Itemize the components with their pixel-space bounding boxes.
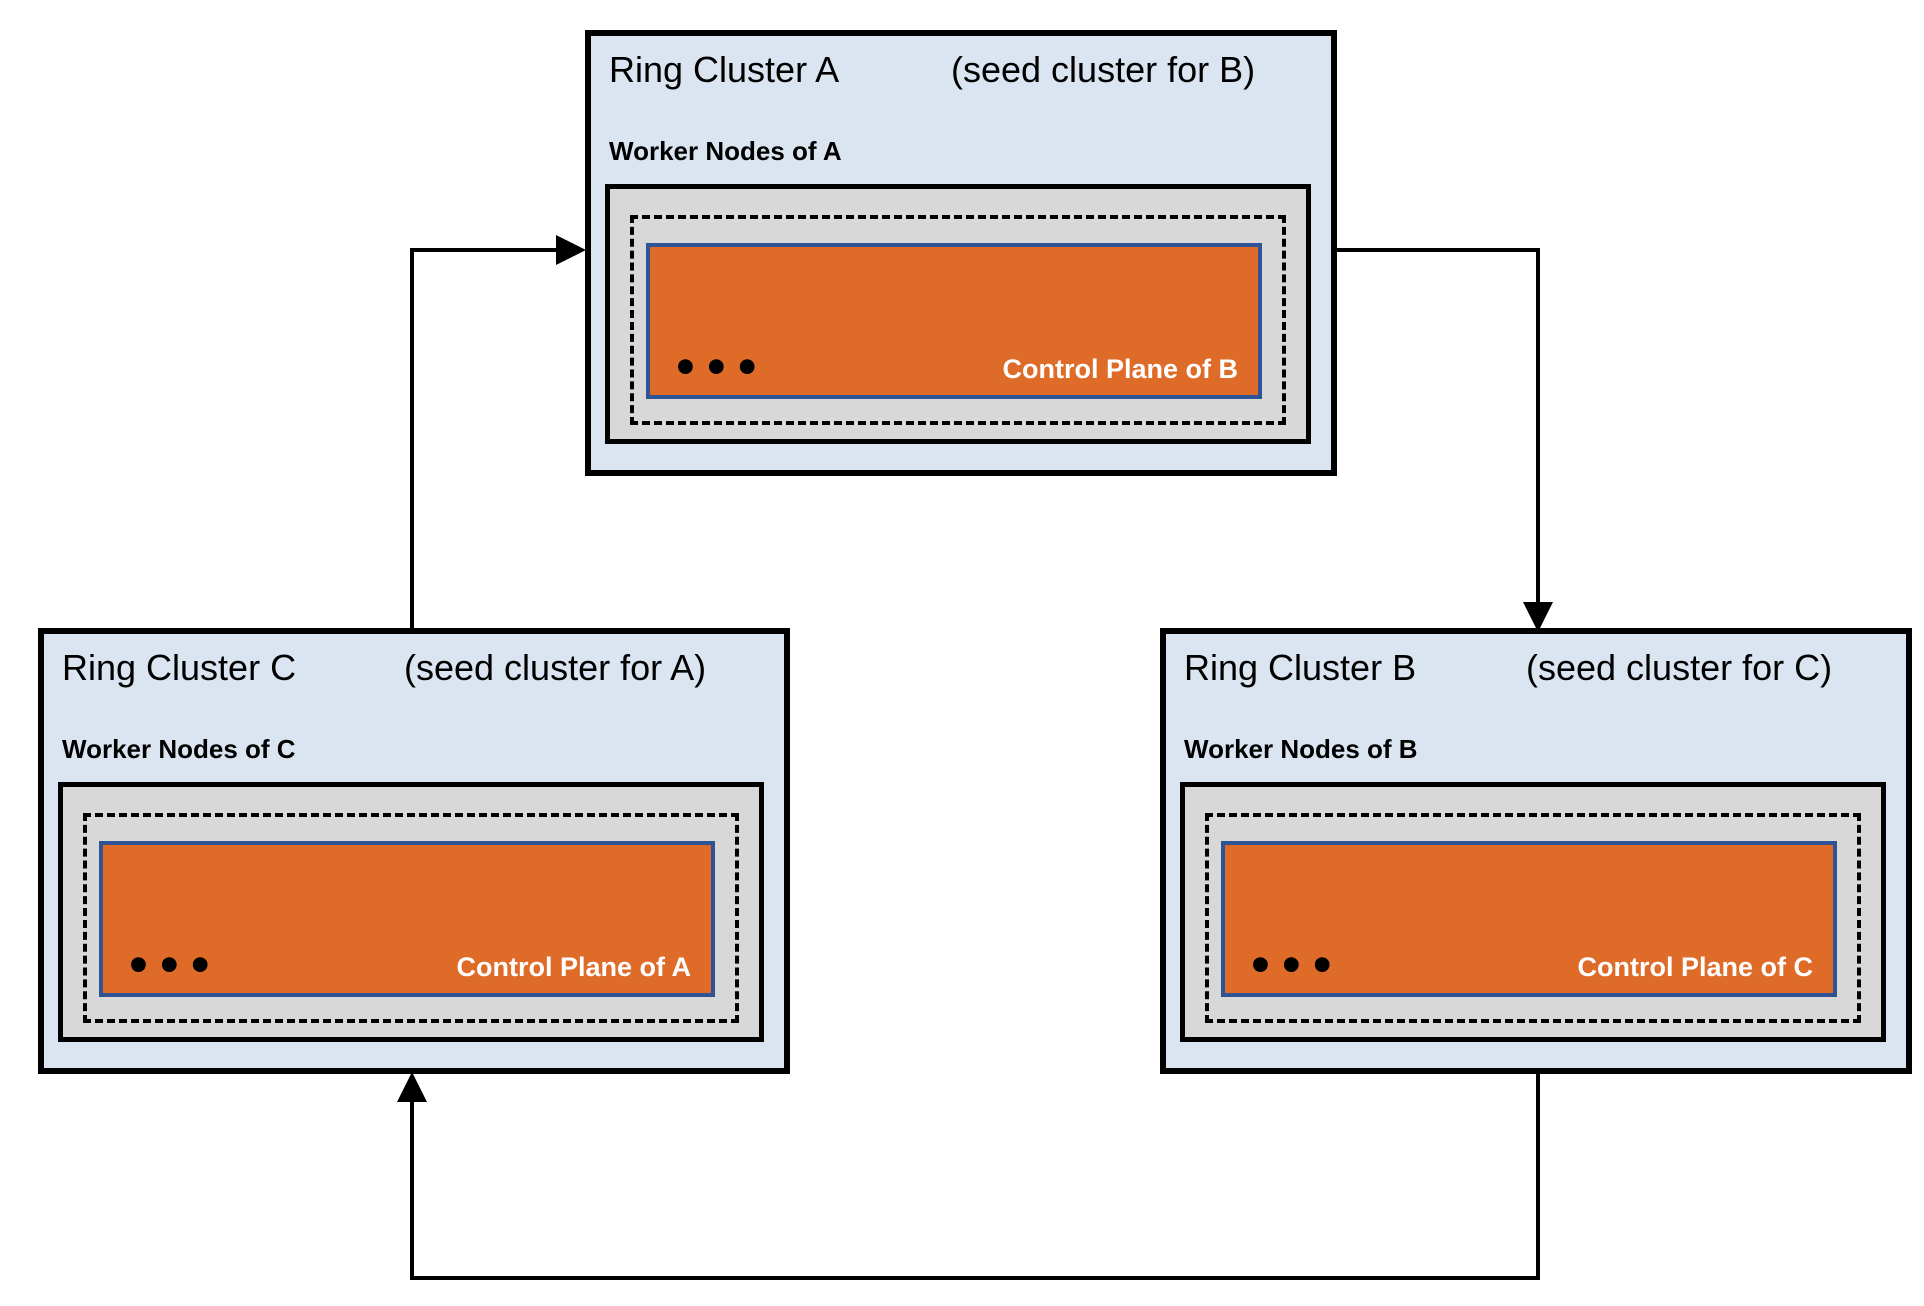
cluster-b-control-plane-label: Control Plane of C [1577,952,1814,982]
cluster-b-subtitle: (seed cluster for C) [1526,647,1833,688]
cluster-c-worker-nodes-label: Worker Nodes of C [62,734,296,764]
cluster-c-subtitle: (seed cluster for A) [404,647,707,688]
cluster-b: Ring Cluster B (seed cluster for C) Work… [1160,628,1912,1074]
arrow-b-to-c [397,1072,1540,1280]
cluster-c: Ring Cluster C (seed cluster for A) Work… [38,628,790,1074]
cluster-a: Ring Cluster A (seed cluster for B) Work… [585,30,1337,476]
cluster-a-title: Ring Cluster A [609,49,840,90]
cluster-b-worker-nodes-area: ••• Control Plane of C [1180,782,1886,1042]
cluster-a-dashed-boundary: ••• Control Plane of B [630,215,1286,425]
cluster-c-title: Ring Cluster C [62,647,297,688]
arrow-a-to-b [1337,248,1553,632]
cluster-a-subtitle: (seed cluster for B) [951,49,1256,90]
cluster-a-worker-nodes-label: Worker Nodes of A [609,136,842,166]
cluster-a-control-plane-box: ••• Control Plane of B [646,243,1262,399]
ellipsis-icon: ••• [125,941,218,990]
cluster-a-control-plane-label: Control Plane of B [1002,354,1239,384]
ellipsis-icon: ••• [672,343,765,392]
cluster-a-worker-nodes-area: ••• Control Plane of B [605,184,1311,444]
cluster-c-control-plane-label: Control Plane of A [456,952,692,982]
cluster-c-dashed-boundary: ••• Control Plane of A [83,813,739,1023]
ellipsis-icon: ••• [1247,941,1340,990]
arrow-c-to-a [410,235,586,630]
cluster-b-control-plane-box: ••• Control Plane of C [1221,841,1837,997]
cluster-b-worker-nodes-label: Worker Nodes of B [1184,734,1418,764]
cluster-c-control-plane-box: ••• Control Plane of A [99,841,715,997]
cluster-b-dashed-boundary: ••• Control Plane of C [1205,813,1861,1023]
cluster-c-worker-nodes-area: ••• Control Plane of A [58,782,764,1042]
cluster-b-title: Ring Cluster B [1184,647,1417,688]
